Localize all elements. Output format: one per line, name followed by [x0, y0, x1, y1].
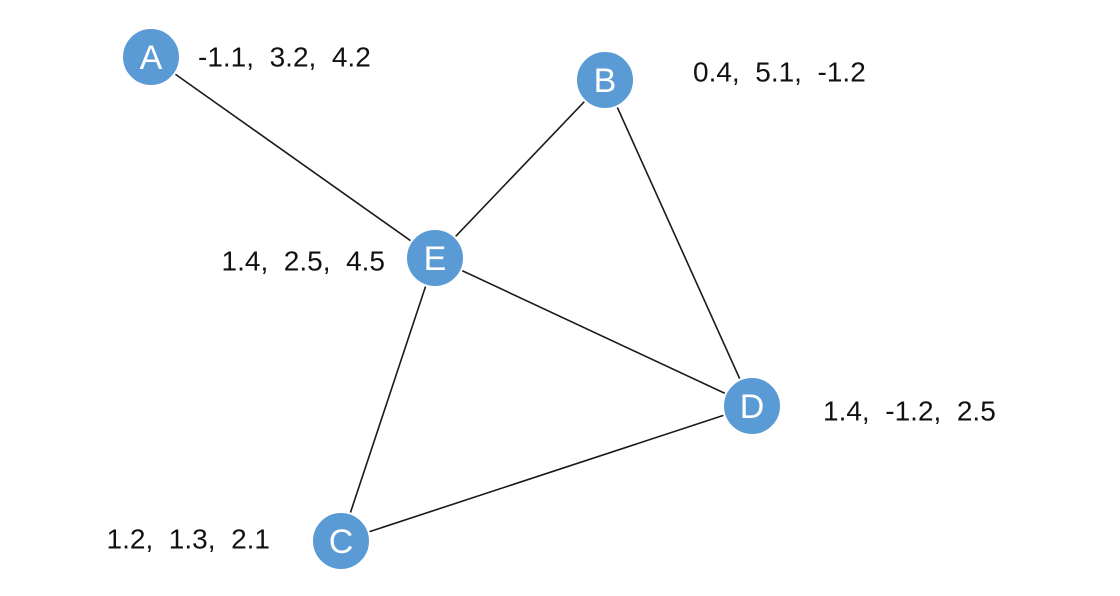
node-b: B 0.4, 5.1, -1.2 — [575, 50, 866, 110]
node-d-values: 1.4, -1.2, 2.5 — [823, 396, 996, 427]
node-b-label: B — [594, 62, 617, 100]
node-b-circle — [575, 50, 635, 110]
node-a-circle — [121, 27, 181, 87]
node-e-circle — [405, 228, 465, 288]
node-c: C 1.2, 1.3, 2.1 — [107, 511, 371, 571]
edge-e-c — [340, 257, 436, 542]
node-d-label: D — [740, 388, 765, 426]
node-e-values: 1.4, 2.5, 4.5 — [222, 246, 385, 277]
node-a-values: -1.1, 3.2, 4.2 — [198, 42, 371, 73]
node-e-label: E — [424, 240, 447, 278]
node-a-label: A — [140, 39, 163, 77]
edge-b-e — [434, 79, 606, 259]
node-b-values: 0.4, 5.1, -1.2 — [693, 57, 866, 88]
edge-a-e — [150, 56, 436, 259]
node-c-circle — [311, 511, 371, 571]
node-c-values: 1.2, 1.3, 2.1 — [107, 524, 270, 555]
edge-e-d — [434, 257, 753, 407]
node-d-circle — [722, 376, 782, 436]
node-e: E 1.4, 2.5, 4.5 — [222, 228, 465, 288]
edge-b-d — [604, 79, 753, 407]
edges-layer — [150, 56, 753, 542]
node-d: D 1.4, -1.2, 2.5 — [722, 376, 996, 436]
node-c-label: C — [329, 523, 354, 561]
nodes-layer: A -1.1, 3.2, 4.2B 0.4, 5.1, -1.2E 1.4, 2.5,… — [107, 27, 996, 571]
node-a: A -1.1, 3.2, 4.2 — [121, 27, 371, 87]
edge-c-d — [340, 405, 753, 542]
